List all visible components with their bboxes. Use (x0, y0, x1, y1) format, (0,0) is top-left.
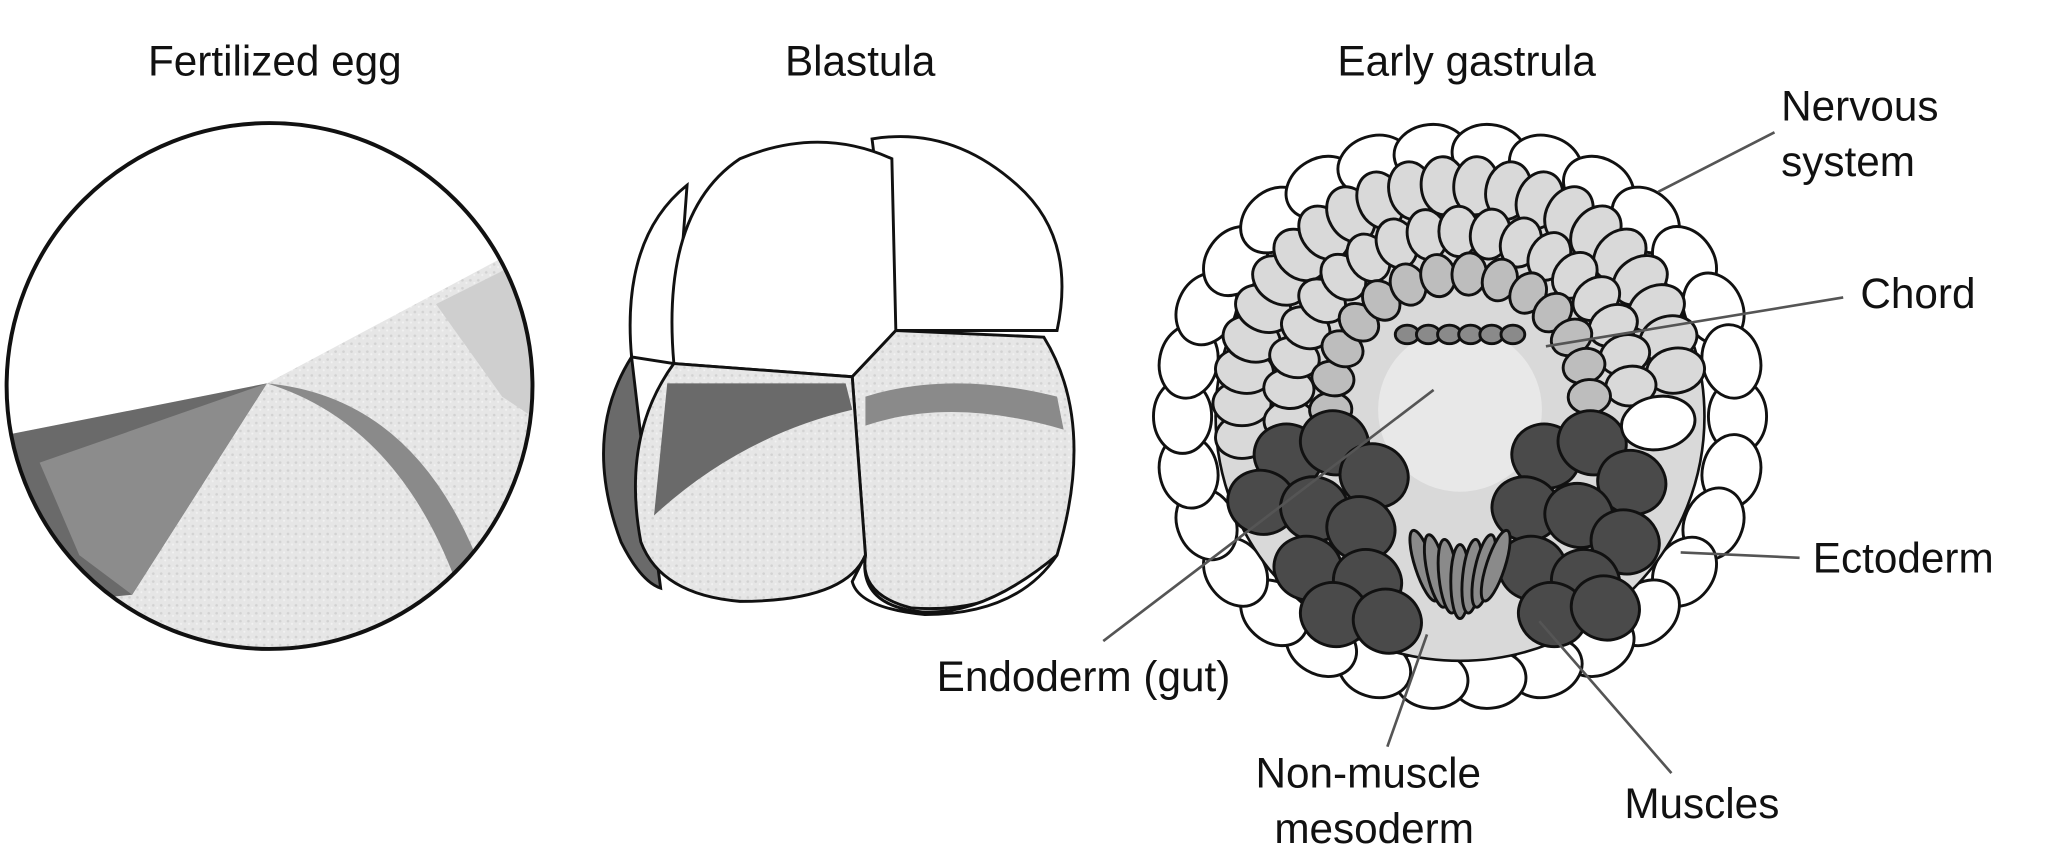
muscle-cell (1351, 587, 1423, 655)
label-non-muscle-mesoderm: Non-muscle mesoderm (1256, 750, 1493, 846)
muscle-cell (1569, 574, 1641, 642)
ectoderm-cell (1620, 394, 1697, 452)
early-gastrula (1152, 122, 1769, 710)
chord-cell (1499, 323, 1527, 346)
label-nervous-system-line2: system (1781, 138, 1915, 185)
line-chord (1545, 296, 1844, 348)
line-nervous-system (1657, 131, 1776, 193)
fertilized-egg (4, 121, 535, 651)
title-fertilized-egg: Fertilized egg (148, 38, 402, 85)
title-blastula: Blastula (785, 38, 936, 85)
label-non-muscle-mesoderm-line2: mesoderm (1274, 805, 1474, 846)
title-early-gastrula: Early gastrula (1337, 38, 1596, 85)
label-endoderm: Endoderm (gut) (937, 653, 1231, 700)
line-endoderm (1102, 388, 1435, 643)
line-non-muscle-mesoderm (1386, 633, 1429, 748)
non-muscle-mesoderm-cell (1479, 528, 1512, 603)
label-nervous-system-line1: Nervous (1781, 82, 1938, 129)
label-nervous-system: Nervous system (1781, 82, 1950, 184)
line-muscles (1538, 620, 1673, 775)
blastula (602, 135, 1076, 617)
label-non-muscle-mesoderm-line1: Non-muscle (1256, 750, 1482, 797)
label-chord: Chord (1860, 270, 1975, 317)
line-ectoderm (1680, 551, 1800, 560)
leader-lines (1102, 131, 1844, 775)
label-ectoderm: Ectoderm (1813, 534, 1994, 581)
label-muscles: Muscles (1624, 780, 1779, 827)
endoderm-gut-cavity (1378, 327, 1542, 492)
